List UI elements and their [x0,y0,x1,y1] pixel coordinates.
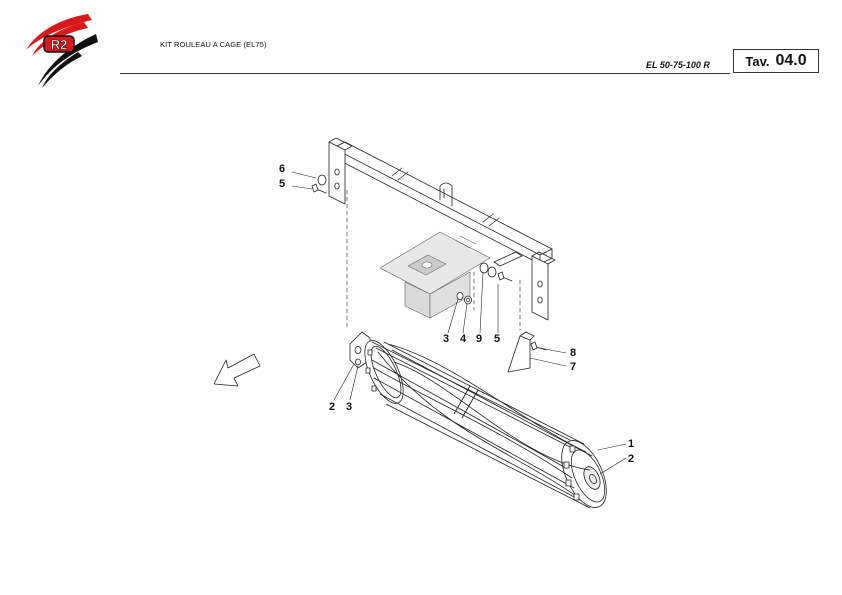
scraper-plate [507,331,535,373]
logo-red-swoosh-2 [32,22,88,56]
table-number-box: Tav. 04.0 [733,49,819,73]
bolt-top-left [311,183,327,194]
bolt-5-mid [497,271,513,282]
callout-5-top: 5 [279,178,285,190]
callout-7: 7 [570,361,576,373]
logo-badge [43,35,75,53]
callout-3-left: 3 [346,401,352,413]
right-flange [493,251,523,267]
callout-8: 8 [570,347,576,359]
assembly-lines [346,189,521,331]
logo-black-swoosh [38,34,98,86]
machine-body [379,231,491,319]
callout-5-mid: 5 [494,333,500,345]
right-bracket [531,251,556,321]
r2-logo: R2 [26,14,98,88]
logo-red-swoosh [26,14,92,50]
cage-roller [364,340,607,509]
callout-1-right: 1 [628,438,634,450]
direction-arrow [213,353,261,387]
table-label: Tav. [745,53,770,69]
left-bracket [328,137,353,205]
logo-text: R2 [51,37,68,52]
table-number: 04.0 [775,52,807,69]
bolt-8 [530,341,547,351]
washer-3-mid [456,292,464,300]
bushing-9-mid [479,262,497,278]
callout-6-top: 6 [279,163,285,175]
header-rule [120,73,730,74]
callout-2-right: 2 [628,453,634,465]
nut-4-mid [464,295,472,305]
callout-9-mid: 9 [476,333,482,345]
logo-black-swoosh-2 [42,52,82,88]
callout-3-mid: 3 [443,333,449,345]
bushing-top-left [317,174,327,186]
callout-4-mid: 4 [460,333,467,345]
leader-lines [291,171,627,475]
document-title: KIT ROULEAU A CAGE (EL75) [160,40,267,49]
callout-2-left: 2 [329,401,335,413]
model-code: EL 50-75-100 R [646,60,710,70]
